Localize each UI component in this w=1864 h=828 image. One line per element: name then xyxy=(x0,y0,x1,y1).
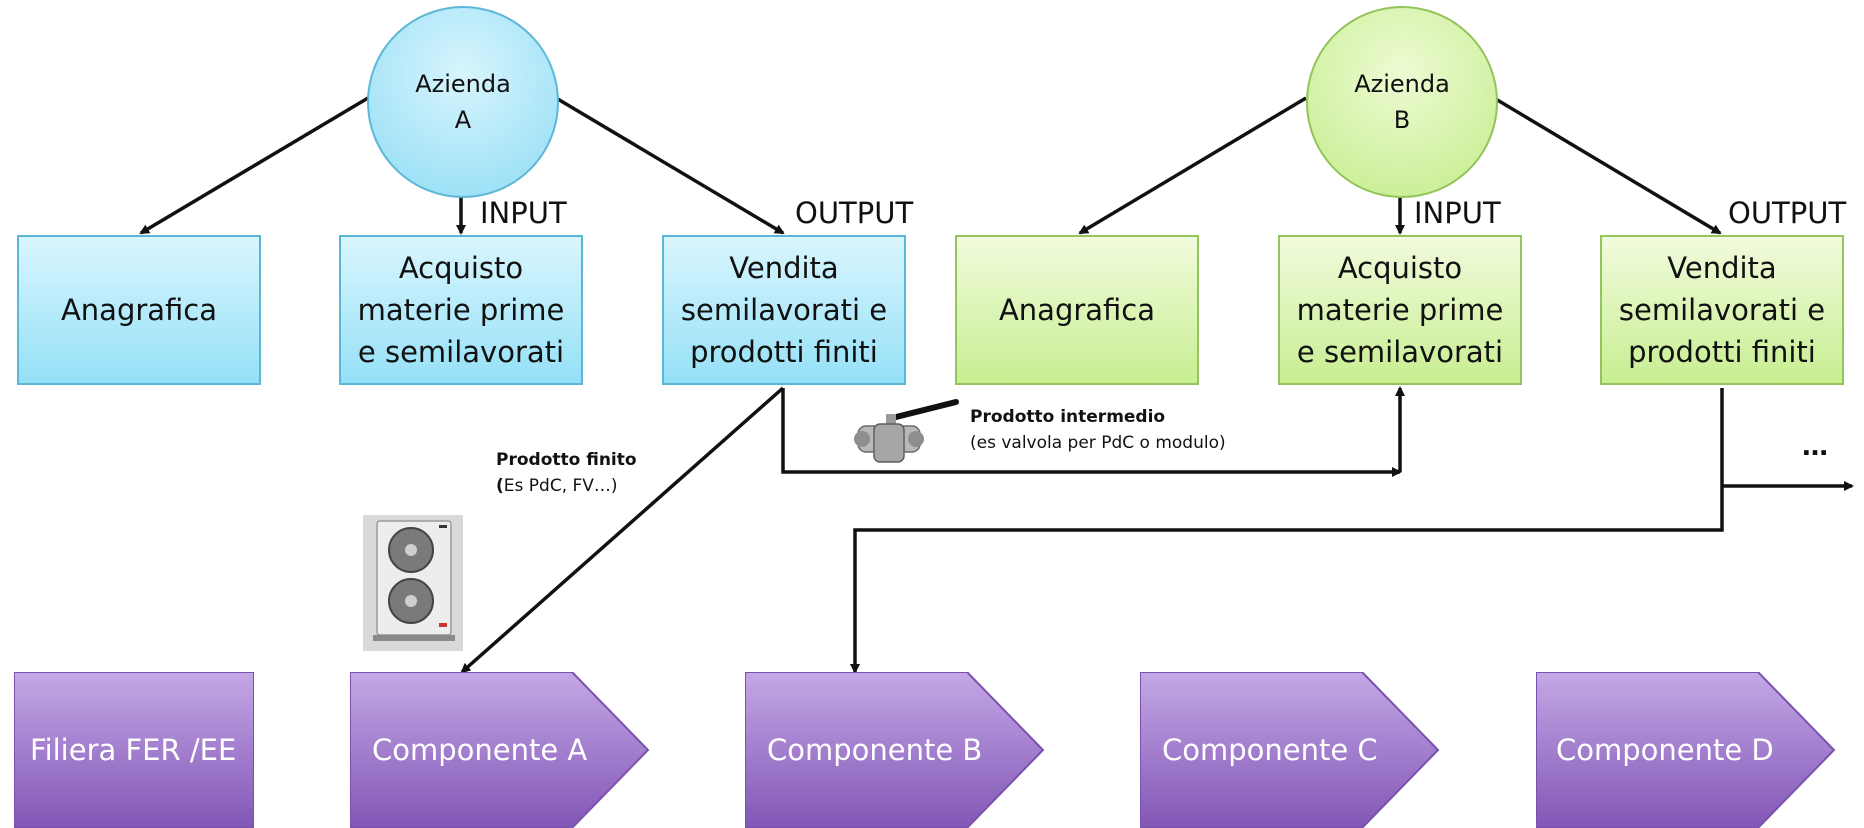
arrow-b-anagrafica xyxy=(1078,96,1307,235)
supply-chain-componente-a: Componente A xyxy=(350,672,650,828)
intermediate-product-examples: (es valvola per PdC o modulo) xyxy=(970,432,1226,453)
company-b-anagrafica-label: Anagrafica xyxy=(998,292,1156,327)
company-a-letter: A xyxy=(454,106,472,134)
company-a-vendita-box: Vendita semilavorati e prodotti finiti xyxy=(662,235,906,385)
company-a-circle: Azienda A xyxy=(367,6,559,198)
supply-chain-componente-c: Componente C xyxy=(1140,672,1440,828)
arrow-b-output xyxy=(1493,96,1722,235)
ball-valve-icon xyxy=(854,399,959,463)
company-b-label: Azienda xyxy=(1354,70,1450,98)
finished-product-examples: Es PdC, FV…) xyxy=(503,475,618,496)
arrow-finished-product xyxy=(460,386,785,674)
finished-product-open-paren: ( xyxy=(496,475,504,496)
arrow-intermediate-product xyxy=(781,388,1402,477)
company-b-input-label: INPUT xyxy=(1414,196,1501,230)
finished-product-note: Prodotto finito (Es PdC, FV…) xyxy=(496,448,637,499)
heat-pump-unit-icon xyxy=(363,515,463,651)
intermediate-product-title: Prodotto intermedio xyxy=(970,407,1166,427)
intermediate-product-note: Prodotto intermedio (es valvola per PdC … xyxy=(970,405,1226,456)
company-a-label: Azienda xyxy=(415,70,511,98)
company-b-acquisto-box: Acquisto materie prime e semilavorati xyxy=(1278,235,1522,385)
supply-chain-componente-d-label: Componente D xyxy=(1556,733,1774,767)
company-b-circle: Azienda B xyxy=(1306,6,1498,198)
supply-chain-componente-a-label: Componente A xyxy=(372,733,588,767)
supply-chain-componente-b: Componente B xyxy=(745,672,1045,828)
company-a-vendita-label: Vendita semilavorati e prodotti finiti xyxy=(680,250,888,370)
company-b-output-label: OUTPUT xyxy=(1728,196,1847,230)
continuation-dots: … xyxy=(1802,432,1828,462)
supply-chain-componente-c-label: Componente C xyxy=(1162,733,1378,767)
company-a-anagrafica-box: Anagrafica xyxy=(17,235,261,385)
arrow-a-output xyxy=(555,96,785,235)
supply-chain-filiera-label: Filiera FER /EE xyxy=(30,733,237,767)
company-b-letter: B xyxy=(1393,106,1411,134)
company-b-vendita-box: Vendita semilavorati e prodotti finiti xyxy=(1600,235,1844,385)
company-a-anagrafica-label: Anagrafica xyxy=(60,292,218,327)
company-a-acquisto-label: Acquisto materie prime e semilavorati xyxy=(357,250,565,370)
company-a-output-label: OUTPUT xyxy=(795,196,914,230)
supply-chain-filiera: Filiera FER /EE xyxy=(14,672,254,828)
company-a-acquisto-box: Acquisto materie prime e semilavorati xyxy=(339,235,583,385)
company-b-vendita-label: Vendita semilavorati e prodotti finiti xyxy=(1618,250,1826,370)
finished-product-title: Prodotto finito xyxy=(496,450,637,470)
company-a-input-label: INPUT xyxy=(480,196,567,230)
arrow-b-output-to-componente-b xyxy=(850,388,1724,674)
company-b-anagrafica-box: Anagrafica xyxy=(955,235,1199,385)
supply-chain-componente-b-label: Componente B xyxy=(767,733,983,767)
supply-chain-componente-d: Componente D xyxy=(1536,672,1836,828)
arrow-a-anagrafica xyxy=(139,96,369,235)
company-b-acquisto-label: Acquisto materie prime e semilavorati xyxy=(1296,250,1504,370)
